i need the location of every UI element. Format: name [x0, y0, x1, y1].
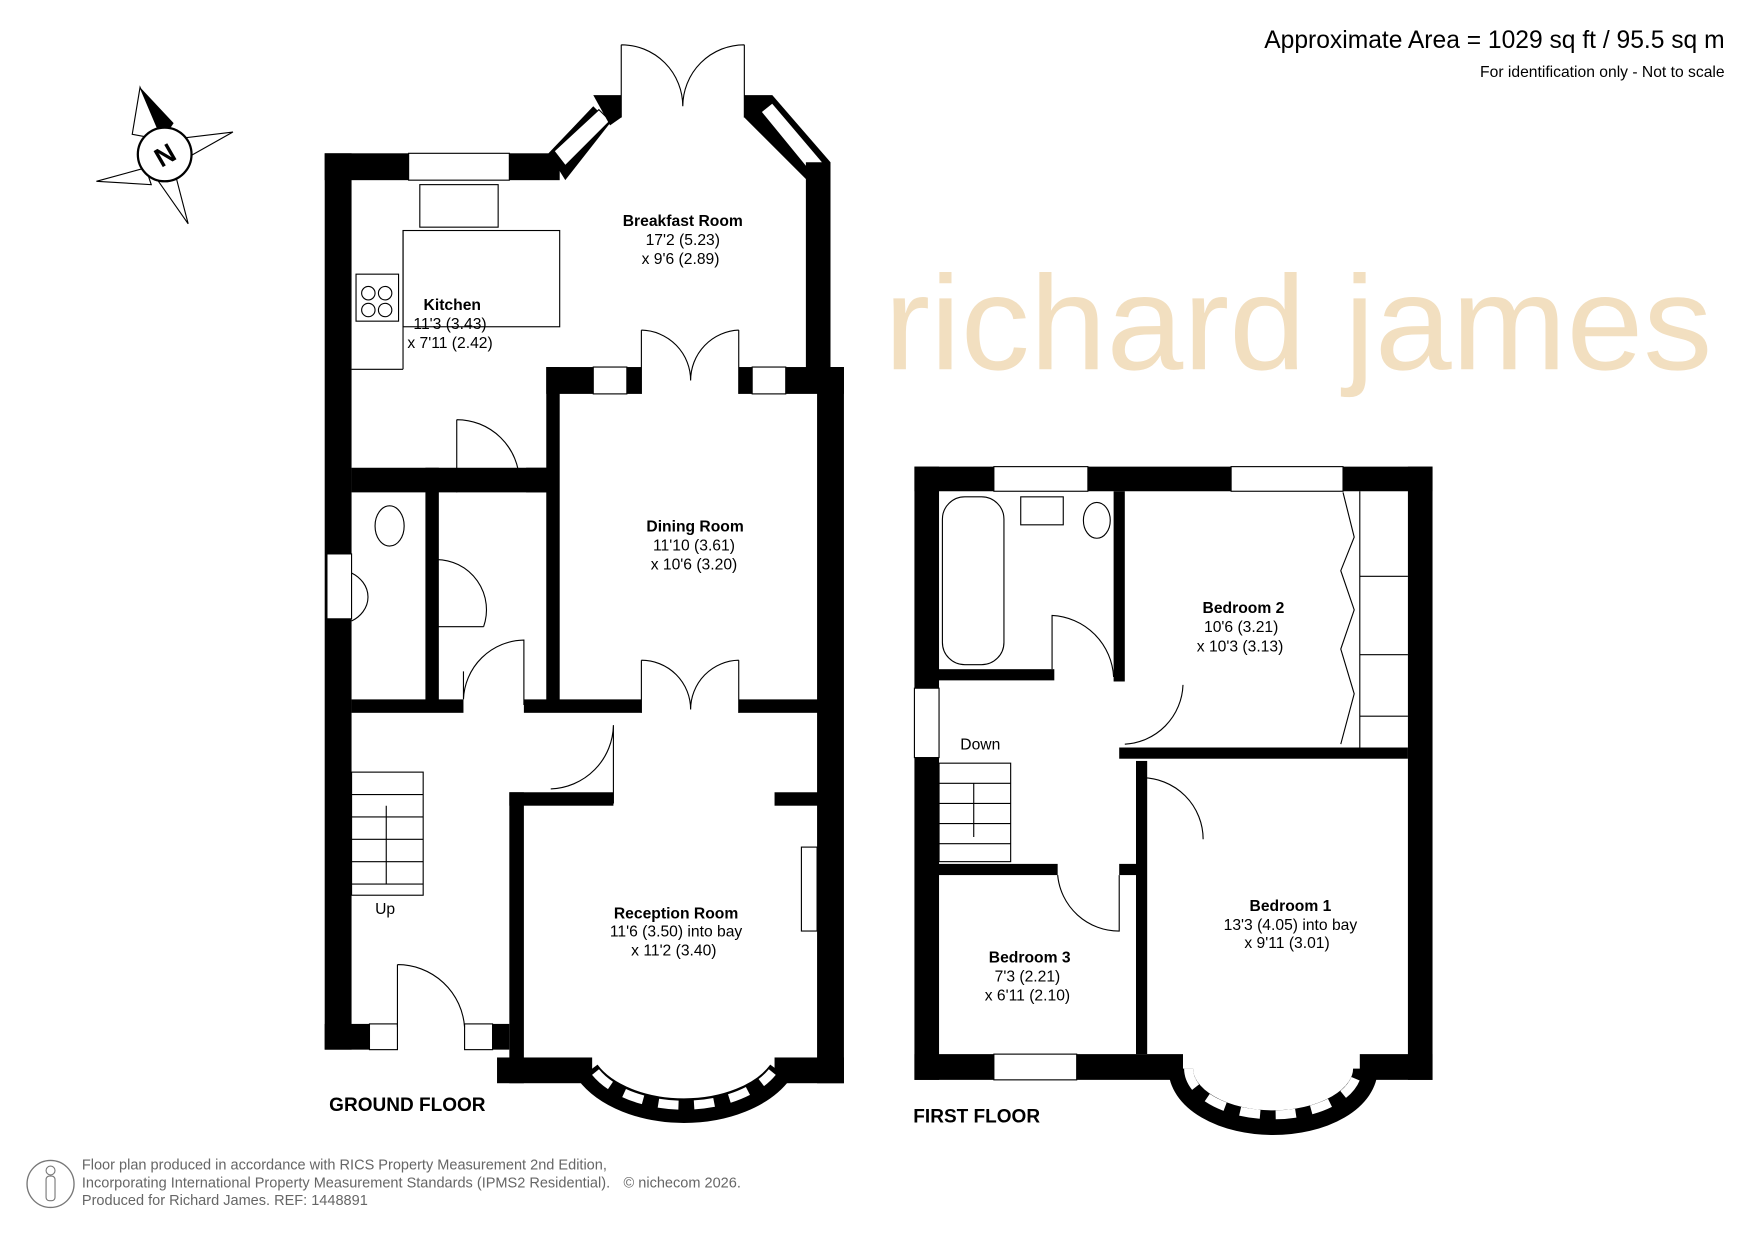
scale-note: For identification only - Not to scale — [1480, 64, 1725, 81]
room-dimension: 7'3 (2.21) — [995, 968, 1061, 985]
room-name: Kitchen — [424, 297, 481, 314]
first-floor-title: FIRST FLOOR — [913, 1106, 1040, 1127]
footer-line-1: Floor plan produced in accordance with R… — [82, 1157, 607, 1173]
stairs-icon — [350, 771, 424, 896]
footer-copyright: © nichecom 2026. — [624, 1175, 741, 1191]
stairs-down-label: Down — [960, 737, 1000, 754]
room-name: Bedroom 1 — [1250, 898, 1332, 915]
room-dimension: x 10'6 (3.20) — [651, 557, 738, 574]
approximate-area: Approximate Area = 1029 sq ft / 95.5 sq … — [1264, 27, 1724, 54]
first-floor-plan: Down Bedroom 2 10'6 (3.21) x 10'3 (3.13)… — [913, 466, 1433, 1135]
toilet-icon — [1082, 501, 1111, 539]
hob-icon — [355, 273, 400, 322]
room-dimension: 10'6 (3.21) — [1204, 619, 1278, 636]
compass-icon: N — [96, 85, 234, 225]
bath-icon — [941, 496, 1005, 666]
room-dimension: x 9'6 (2.89) — [642, 251, 720, 268]
footer-line-3: Produced for Richard James. REF: 1448891 — [82, 1193, 368, 1209]
ground-floor-title: GROUND FLOOR — [329, 1095, 486, 1116]
room-name: Reception Room — [614, 906, 738, 923]
room-dimension: 11'6 (3.50) into bay — [610, 924, 743, 941]
room-dimension: 11'10 (3.61) — [653, 538, 735, 555]
room-dimension: 11'3 (3.43) — [413, 316, 486, 333]
basin-icon — [1020, 496, 1064, 526]
sink-icon — [419, 184, 499, 228]
room-name: Bedroom 2 — [1203, 600, 1285, 617]
footer-line-2-row: Incorporating International Property Mea… — [82, 1175, 741, 1191]
room-dimension: x 7'11 (2.42) — [407, 335, 492, 352]
room-dimension: 17'2 (5.23) — [646, 232, 720, 249]
ground-floor-plan: Up Breakfast Room 17'2 (5.23) x 9'6 (2.8… — [324, 44, 844, 1123]
room-dimension: x 11'2 (3.40) — [631, 943, 716, 960]
footer-line-2: Incorporating International Property Mea… — [82, 1175, 610, 1191]
window — [408, 152, 510, 181]
stairs-up-label: Up — [375, 901, 395, 918]
toilet-icon — [374, 505, 405, 547]
room-name: Bedroom 3 — [989, 949, 1071, 966]
room-dimension: x 10'3 (3.13) — [1197, 638, 1284, 655]
stairs-icon — [938, 762, 1012, 863]
watermark: richard james — [884, 248, 1712, 398]
room-name: Breakfast Room — [623, 213, 743, 230]
room-name: Dining Room — [646, 519, 743, 536]
room-dimension: 13'3 (4.05) into bay — [1224, 917, 1358, 934]
room-dimension: x 9'11 (3.01) — [1244, 935, 1329, 952]
person-icon — [26, 1159, 75, 1209]
room-dimension: x 6'11 (2.10) — [985, 987, 1070, 1004]
